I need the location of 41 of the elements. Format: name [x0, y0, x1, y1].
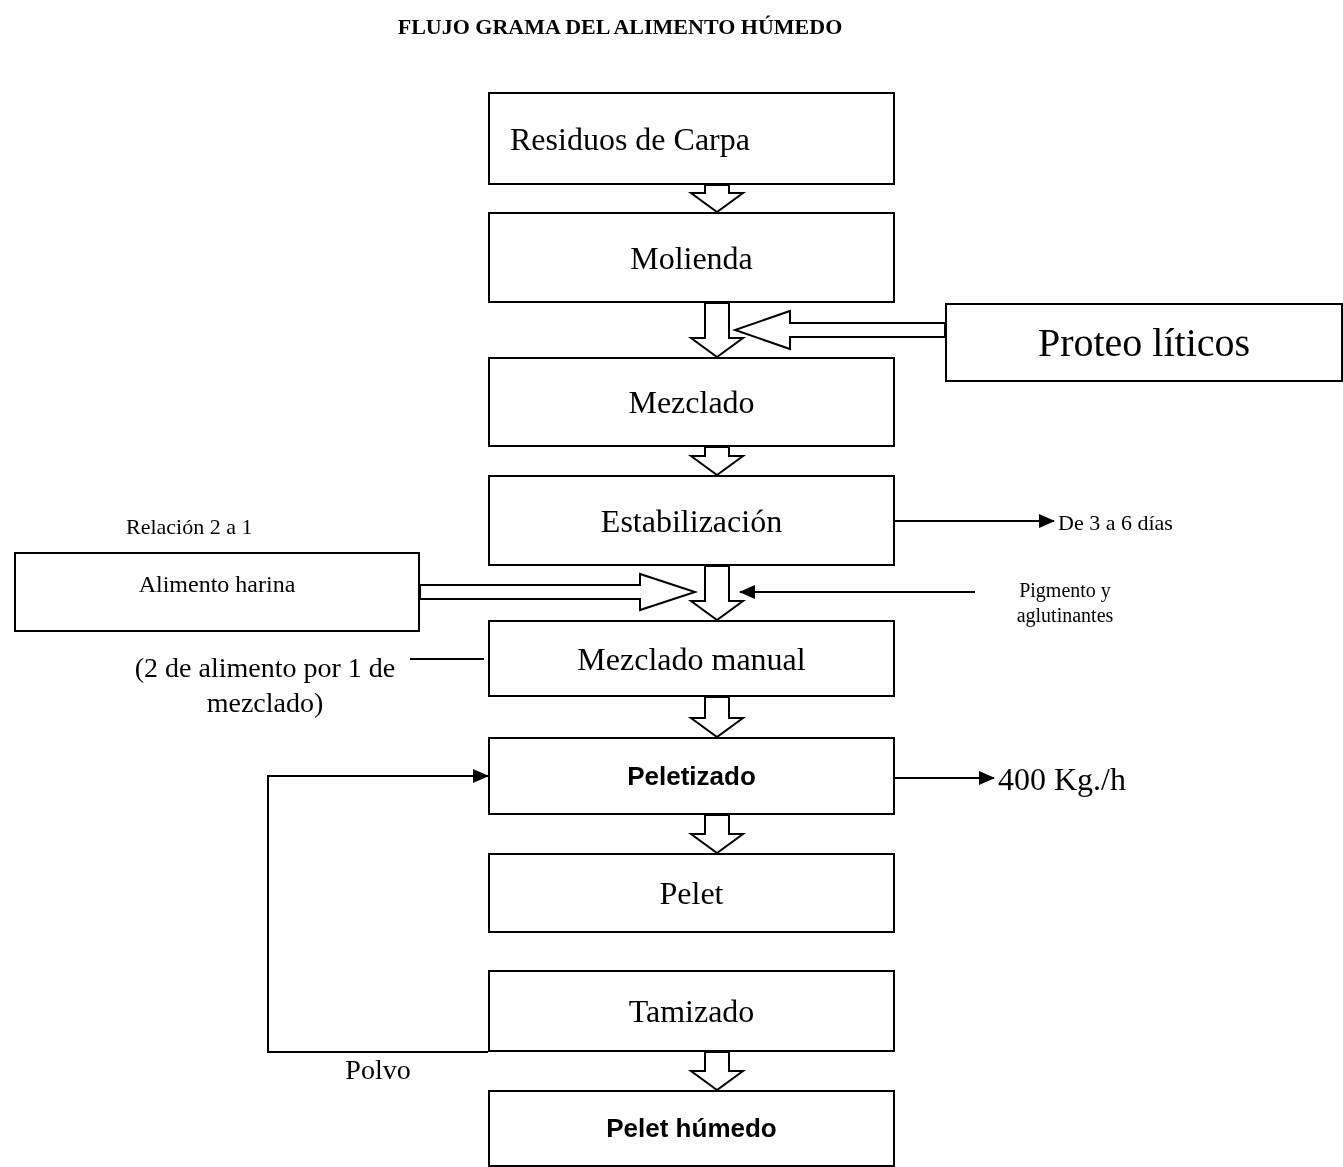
duration-note: De 3 a 6 días	[1058, 505, 1228, 539]
box-label: Pelet húmedo	[606, 1112, 777, 1145]
ratio-note: (2 de alimento por 1 de mezclado)	[120, 645, 410, 725]
input-box	[945, 303, 1343, 382]
block-arrow	[419, 572, 699, 612]
capacity-note: 400 Kg./h	[998, 760, 1198, 798]
arrow	[267, 769, 489, 1053]
input-note: Pigmento y aglutinantes	[975, 572, 1155, 634]
process-box	[488, 970, 895, 1052]
process-box	[488, 475, 895, 566]
box-label: Mezclado	[628, 383, 755, 422]
block-arrow	[731, 309, 946, 351]
process-box	[488, 853, 895, 933]
process-box	[488, 92, 895, 185]
block-arrow	[687, 814, 747, 855]
box-label: Alimento harina	[138, 570, 296, 599]
box-label: Pelet	[659, 874, 724, 913]
box-label: Molienda	[630, 238, 753, 278]
arrow	[739, 585, 976, 599]
box-label: Tamizado	[628, 992, 755, 1031]
arrow	[894, 771, 995, 785]
block-arrow	[687, 565, 747, 622]
block-arrow	[687, 302, 747, 359]
process-box	[488, 212, 895, 303]
box-label: Residuos de Carpa	[510, 119, 750, 159]
connector-line	[409, 658, 485, 660]
ratio-caption: Relación 2 a 1	[126, 513, 253, 541]
block-arrow	[687, 696, 747, 739]
box-label: Peletizado	[627, 759, 756, 793]
arrow	[894, 514, 1055, 528]
box-label: Proteo líticos	[1037, 318, 1251, 367]
block-arrow	[687, 1051, 747, 1092]
box-label: Mezclado manual	[577, 639, 806, 679]
process-box	[488, 1090, 895, 1167]
process-box	[488, 620, 895, 697]
process-box	[488, 357, 895, 447]
box-label: Estabilización	[600, 501, 783, 541]
process-box	[488, 737, 895, 815]
block-arrow	[687, 184, 747, 214]
diagram-title: FLUJO GRAMA DEL ALIMENTO HÚMEDO	[396, 13, 844, 41]
block-arrow	[687, 446, 747, 477]
